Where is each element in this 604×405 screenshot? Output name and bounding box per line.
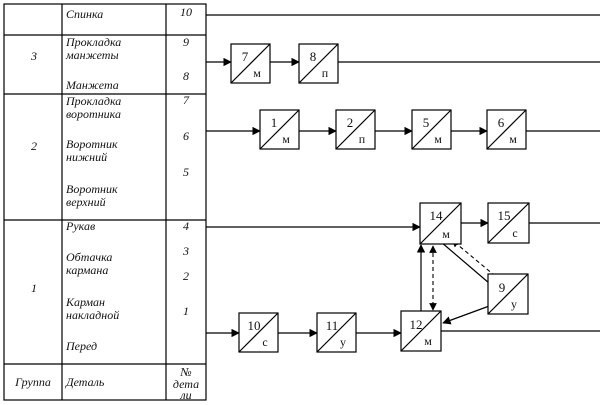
detail-number: 6 (183, 129, 189, 143)
detail-name: манжеты (65, 48, 119, 62)
node-operation: м (434, 132, 442, 146)
node-number: 11 (326, 318, 339, 333)
node-number: 12 (410, 317, 423, 332)
node-operation: м (282, 132, 290, 146)
detail-number: 10 (180, 5, 192, 19)
node-operation: п (359, 132, 366, 146)
node-operation: у (511, 297, 517, 311)
detail-name: нижний (66, 150, 107, 164)
detail-number: 4 (183, 219, 189, 233)
node-operation: м (442, 227, 450, 241)
header-number: ли (179, 388, 191, 402)
node-number: 1 (271, 115, 278, 130)
detail-numbers: 10 9 8 7 6 5 4 3 2 1 (180, 5, 192, 318)
flow-arrow (440, 241, 497, 290)
node-operation: с (262, 335, 267, 349)
node-number: 6 (498, 115, 505, 130)
node-number: 2 (347, 115, 354, 130)
detail-number: 1 (183, 304, 189, 318)
node-operation: м (253, 66, 261, 80)
detail-name: Воротник (66, 137, 118, 151)
header-detail: Деталь (65, 375, 105, 389)
table-header: Группа Деталь № дета ли (14, 365, 199, 402)
node-operation: м (509, 132, 517, 146)
detail-name: Воротник (66, 182, 118, 196)
group-label: 3 (30, 49, 37, 63)
flow-lines (206, 14, 600, 338)
operation-nodes: 7 м 8 п 1 м 2 п 5 м (230, 43, 530, 353)
detail-name: накладной (66, 308, 119, 322)
detail-number: 8 (183, 69, 189, 83)
detail-number: 3 (182, 244, 189, 258)
node-number: 15 (498, 208, 511, 223)
detail-name: воротника (66, 107, 121, 121)
flow-arrow (442, 304, 493, 325)
group-labels: 3 2 1 (30, 49, 37, 295)
header-number: № (179, 365, 191, 379)
detail-name: Карман (65, 295, 105, 309)
detail-number: 7 (183, 93, 190, 107)
group-label: 1 (31, 281, 37, 295)
detail-name: Перед (65, 339, 97, 353)
node-number: 8 (310, 49, 317, 64)
header-group: Группа (14, 375, 51, 389)
detail-name: кармана (66, 263, 108, 277)
node-operation: п (322, 66, 329, 80)
detail-name: Спинка (66, 7, 103, 21)
detail-name: Прокладка (65, 94, 121, 108)
operation-node: 12 м (400, 310, 442, 352)
operation-node: 6 м (486, 109, 527, 150)
operation-node: 5 м (411, 109, 452, 150)
detail-number: 2 (183, 269, 189, 283)
node-operation: м (424, 334, 432, 348)
detail-names: Спинка Прокладка манжеты Манжета Проклад… (65, 7, 121, 353)
operation-node: 1 м (259, 109, 300, 150)
group-label: 2 (31, 139, 37, 153)
detail-name: Рукав (65, 219, 95, 233)
node-operation: у (340, 335, 346, 349)
node-operation: с (512, 226, 517, 240)
node-number: 9 (499, 280, 506, 295)
operation-node: 14 м (419, 202, 462, 245)
detail-name: верхний (66, 195, 106, 209)
dashed-arrows (429, 239, 507, 311)
node-number: 7 (242, 49, 249, 64)
operation-node: 8 п (298, 43, 339, 84)
detail-number: 5 (183, 165, 189, 179)
node-number: 10 (248, 318, 261, 333)
detail-name: Обтачка (66, 250, 112, 264)
operation-node: 15 с (487, 202, 530, 244)
detail-name: Манжета (65, 78, 119, 92)
node-number: 5 (423, 115, 430, 130)
detail-number: 9 (183, 35, 189, 49)
operation-node: 2 п (335, 109, 376, 150)
operation-node: 7 м (230, 43, 271, 84)
header-number: дета (173, 377, 199, 391)
table-frame (3, 3, 207, 401)
operation-node: 9 у (487, 273, 529, 315)
operation-node: 11 у (316, 312, 357, 353)
dashed-arrow (451, 239, 507, 286)
node-number: 14 (430, 208, 444, 223)
operation-node: 10 с (238, 312, 279, 353)
detail-name: Прокладка (65, 35, 121, 49)
